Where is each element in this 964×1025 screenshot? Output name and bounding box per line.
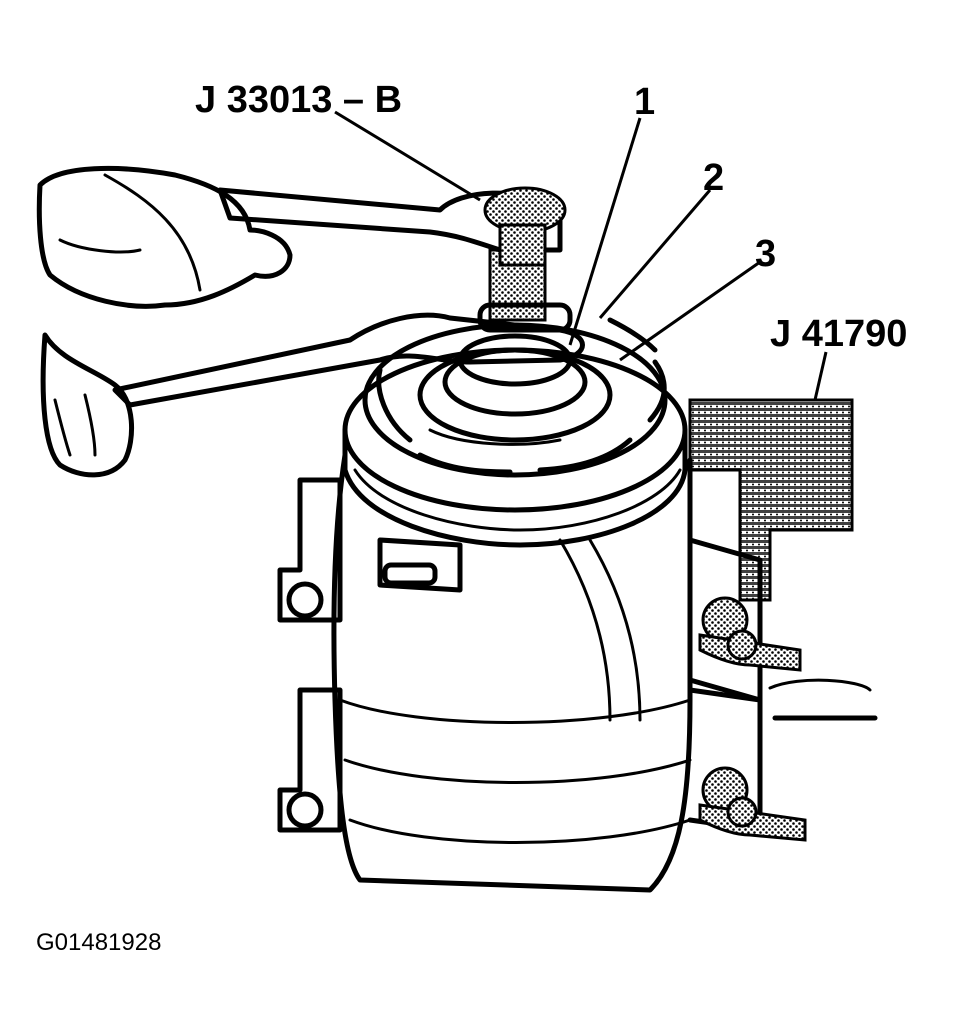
callout-2: 2 <box>703 157 724 199</box>
clutch-pulley <box>342 317 688 548</box>
bench-edge <box>768 678 878 721</box>
socket-wrench <box>217 186 567 267</box>
hand-upper <box>36 165 293 309</box>
compressor-body <box>277 452 763 893</box>
callout-3: 3 <box>755 233 776 275</box>
spanner-wrench <box>112 312 585 408</box>
wing-nut-lower <box>698 766 807 842</box>
holding-fixture <box>688 398 854 602</box>
callout-1: 1 <box>634 81 655 123</box>
tool-label-j41790: J 41790 <box>770 313 907 355</box>
tool-label-j33013b: J 33013 – B <box>195 79 402 121</box>
wing-nut-upper <box>698 596 802 672</box>
hand-lower <box>40 332 135 478</box>
leader-lines <box>334 110 828 401</box>
figure-id: G01481928 <box>36 929 161 956</box>
